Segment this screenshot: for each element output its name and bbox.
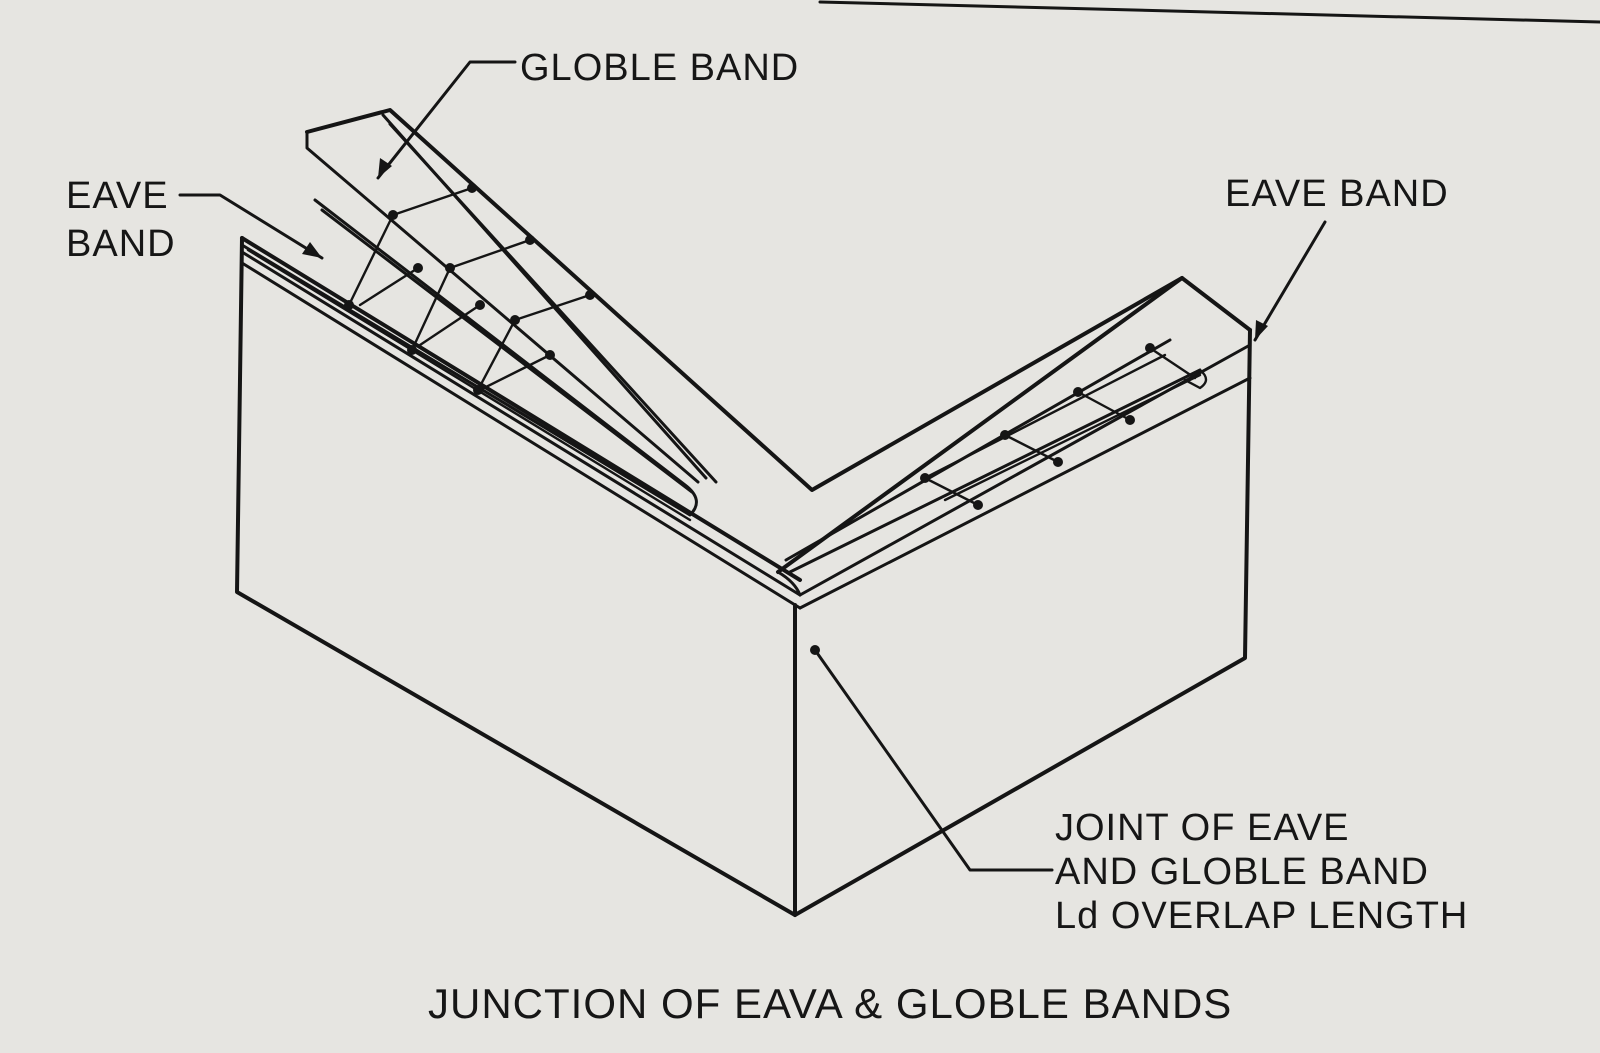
eave-band-reinforcement-left (240, 198, 698, 522)
rebar-dot (407, 345, 417, 355)
rebar-dot (473, 385, 483, 395)
left-links (344, 183, 595, 395)
gable-band-arrowhead (378, 158, 392, 178)
gable-band-label: GLOBLE BAND (520, 47, 799, 89)
right-link-4 (1148, 346, 1197, 380)
rebar-dot (467, 183, 477, 193)
gable-band-outer (305, 108, 1184, 492)
eave-band-left-label-line1: EAVE (66, 175, 169, 217)
band-layer-left-2 (240, 261, 802, 610)
joint-label-line3: Ld OVERLAP LENGTH (1055, 895, 1468, 937)
right-rebar-4 (943, 373, 1202, 502)
left-rebar-lower (246, 248, 692, 522)
rebar-dot (388, 210, 398, 220)
joint-leader (813, 648, 1054, 872)
right-rebar-3 (923, 353, 1167, 480)
rebar-dot (445, 263, 455, 273)
right-link-3 (1076, 390, 1132, 422)
link-5 (418, 303, 482, 347)
right-rebar-hook (1183, 368, 1208, 390)
sheet-border-line (818, 0, 1600, 24)
gable-band (305, 108, 1184, 492)
rebar-dot (413, 263, 423, 273)
gable-band-inner (305, 130, 700, 484)
rebar-dot (344, 300, 354, 310)
joint-label-line2: AND GLOBLE BAND (1055, 851, 1429, 893)
eave-band-left-label-line2: BAND (66, 223, 176, 265)
wall-right-face (793, 328, 1252, 917)
band-top-edge-left (240, 236, 802, 582)
eave-band-reinforcement-right (784, 338, 1208, 574)
rebar-dot (545, 350, 555, 360)
right-rebar-2 (788, 368, 1202, 574)
rebar-dot (585, 290, 595, 300)
link-6 (478, 353, 552, 392)
band-top-edge-right (776, 276, 1252, 574)
leader-lines (178, 60, 1327, 872)
rebar-dot (973, 500, 983, 510)
band-corner (776, 570, 802, 597)
eave-band-left-arrowhead (302, 242, 322, 258)
wall-left-face (235, 236, 797, 917)
right-link-1 (923, 476, 980, 507)
gable-band-rib-2 (388, 122, 718, 484)
gable-band-leader (376, 60, 517, 180)
rebar-dot (510, 315, 520, 325)
band-layer-right-2 (798, 376, 1252, 610)
left-rebar-inner (320, 208, 694, 494)
eave-band-left-leader (178, 193, 324, 260)
rebar-dot (1125, 415, 1135, 425)
rebar-dot (1053, 457, 1063, 467)
eave-band-right-arrowhead (1255, 320, 1268, 340)
eave-band-right-leader (1253, 220, 1327, 342)
joint-label-line1: JOINT OF EAVE (1055, 807, 1350, 849)
rebar-dot (475, 300, 485, 310)
rebar-dot (1000, 430, 1010, 440)
diagram-caption: JUNCTION OF EAVA & GLOBLE BANDS (428, 980, 1232, 1027)
right-link-2 (1003, 433, 1060, 464)
rebar-dot (1073, 387, 1083, 397)
eave-band-right-label: EAVE BAND (1225, 173, 1449, 215)
rebar-dot (525, 235, 535, 245)
joint-leader-dot (810, 645, 820, 655)
band-layer-left-1 (240, 250, 802, 597)
link-4 (358, 266, 420, 307)
rebar-dot (1145, 343, 1155, 353)
rebar-dot (920, 473, 930, 483)
